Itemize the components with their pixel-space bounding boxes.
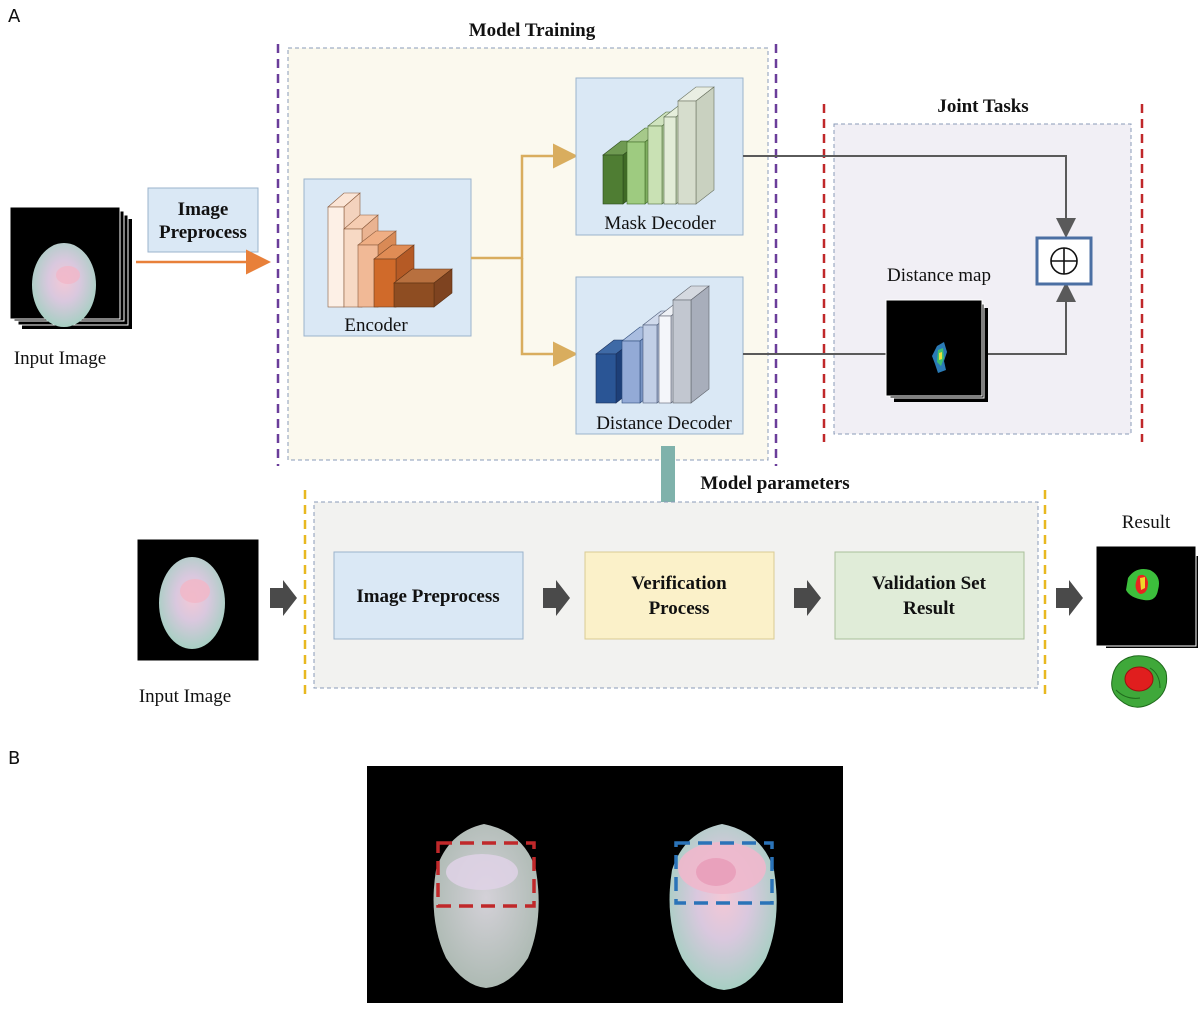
panel-b-brain-right xyxy=(669,824,777,990)
pipeline-brain-scan xyxy=(159,557,225,649)
input-to-preprocess-arrow xyxy=(270,580,297,616)
encoder-to-distance-arrow xyxy=(520,258,578,367)
verification-to-result-arrow xyxy=(794,580,821,616)
result-segmentation-image xyxy=(1095,545,1198,648)
distance-map-image xyxy=(885,299,988,402)
verification-process-line2: Process xyxy=(649,598,710,619)
brain-scan-image xyxy=(32,243,96,327)
joint-tasks-title: Joint Tasks xyxy=(937,96,1028,117)
distance-decoder-label: Distance Decoder xyxy=(596,413,732,434)
validation-result-line2: Result xyxy=(903,598,955,619)
panel-b-tag: B xyxy=(8,748,20,769)
image-preprocess-line1: Image xyxy=(178,199,229,220)
model-parameters-arrow xyxy=(652,446,684,546)
image-preprocess-line2: Preprocess xyxy=(159,222,247,243)
validation-result-box xyxy=(834,551,1025,640)
mask-decoder-blocks-icon xyxy=(602,86,715,205)
encoder-to-mask-arrow xyxy=(471,143,578,260)
left-roi-box xyxy=(436,841,536,908)
right-roi-box xyxy=(674,841,774,905)
mask-decoder-label: Mask Decoder xyxy=(604,213,716,234)
model-training-title: Model Training xyxy=(469,20,596,41)
result-label: Result xyxy=(1122,512,1171,533)
panel-b-brain-left xyxy=(433,824,539,988)
distance-decoder-blocks-icon xyxy=(595,285,710,404)
direct-sum-icon xyxy=(1050,247,1078,275)
pipeline-image-preprocess-label: Image Preprocess xyxy=(356,586,499,607)
result-3d-render xyxy=(1111,655,1168,708)
model-parameters-label: Model parameters xyxy=(700,473,849,494)
pipeline-input-image-stack xyxy=(136,538,260,662)
encoder-blocks-icon xyxy=(327,192,453,308)
input-image-stack xyxy=(9,206,132,329)
verification-process-line1: Verification xyxy=(631,573,727,594)
verification-process-box xyxy=(584,551,775,640)
pipeline-image-preprocess-box xyxy=(333,551,524,640)
map-to-sum-arrow xyxy=(982,282,1076,355)
preprocess-to-verification-arrow xyxy=(543,580,570,616)
panel-a-tag: A xyxy=(8,6,21,27)
mask-to-sum-arrow xyxy=(743,155,1076,238)
input-image-label: Input Image xyxy=(14,348,106,369)
result-to-output-arrow xyxy=(1056,580,1083,616)
image-preprocess-box xyxy=(147,187,259,253)
pipeline-input-image-label: Input Image xyxy=(139,686,231,707)
distance-map-label: Distance map xyxy=(887,265,991,286)
encoder-label: Encoder xyxy=(344,315,408,336)
validation-result-line1: Validation Set xyxy=(872,573,987,594)
